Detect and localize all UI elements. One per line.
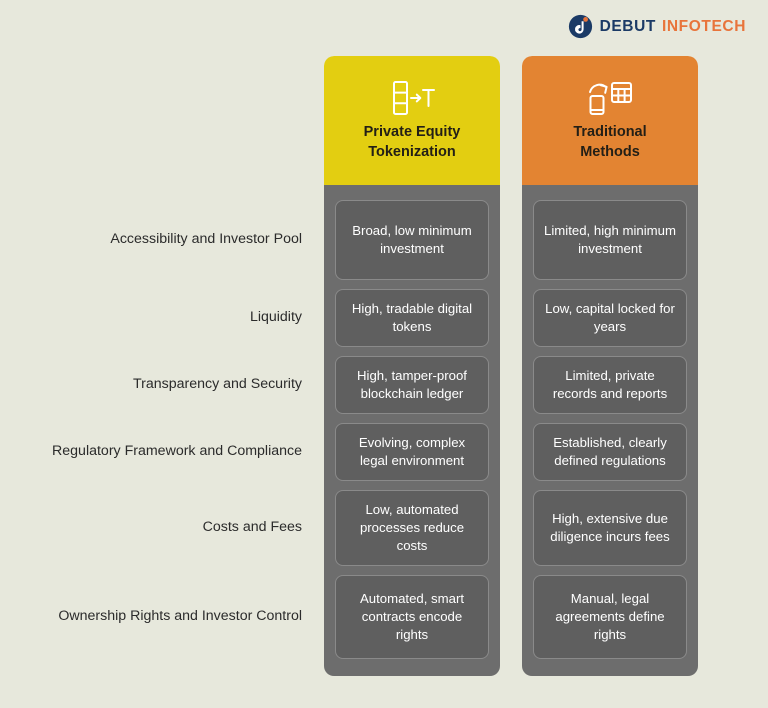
brand-name-secondary: INFOTECH [661,17,746,35]
column-body-tokenization: Broad, low minimum investment High, trad… [324,185,500,676]
cell-tokenization-regulatory: Evolving, complex legal environment [335,423,489,481]
column-body-traditional: Limited, high minimum investment Low, ca… [522,185,698,676]
column-gap [500,56,522,676]
column-title-line2: Tokenization [368,143,456,160]
paper-calculator-icon [584,75,636,121]
column-header-traditional: Traditional Methods [522,56,698,185]
brand-wordmark: DEBUT INFOTECH [600,18,746,36]
cell-tokenization-ownership: Automated, smart contracts encode rights [335,575,489,659]
row-label-liquidity: Liquidity [249,309,302,326]
column-title-line2: Methods [580,143,640,160]
cell-traditional-liquidity: Low, capital locked for years [533,289,687,347]
brand-logo: DEBUT INFOTECH [568,14,746,39]
row-label-column: Accessibility and Investor Pool Liquidit… [0,185,324,676]
cell-tokenization-transparency: High, tamper-proof blockchain ledger [335,356,489,414]
cell-traditional-costs: High, extensive due diligence incurs fee… [533,490,687,566]
cell-tokenization-accessibility: Broad, low minimum investment [335,200,489,280]
cell-tokenization-costs: Low, automated processes reduce costs [335,490,489,566]
brand-name-primary: DEBUT [599,17,656,35]
cell-traditional-transparency: Limited, private records and reports [533,356,687,414]
debut-d-logo-icon [568,14,593,39]
column-title-tokenization: Private Equity Tokenization [364,123,461,161]
column-title-line1: Private Equity [363,124,461,141]
token-conversion-icon [386,75,438,121]
row-label-accessibility: Accessibility and Investor Pool [110,231,302,248]
column-private-equity-tokenization: Private Equity Tokenization Broad, low m… [324,56,500,676]
column-title-traditional: Traditional Methods [573,123,646,161]
row-label-transparency: Transparency and Security [132,376,302,393]
comparison-table: Accessibility and Investor Pool Liquidit… [0,56,768,676]
column-header-tokenization: Private Equity Tokenization [324,56,500,185]
row-label-ownership: Ownership Rights and Investor Control [58,608,302,625]
row-label-costs: Costs and Fees [202,519,302,536]
row-label-regulatory: Regulatory Framework and Compliance [52,443,302,460]
cell-traditional-accessibility: Limited, high minimum investment [533,200,687,280]
cell-traditional-regulatory: Established, clearly defined regulations [533,423,687,481]
column-title-line1: Traditional [573,124,647,141]
cell-tokenization-liquidity: High, tradable digital tokens [335,289,489,347]
column-traditional-methods: Traditional Methods Limited, high minimu… [522,56,698,676]
cell-traditional-ownership: Manual, legal agreements define rights [533,575,687,659]
